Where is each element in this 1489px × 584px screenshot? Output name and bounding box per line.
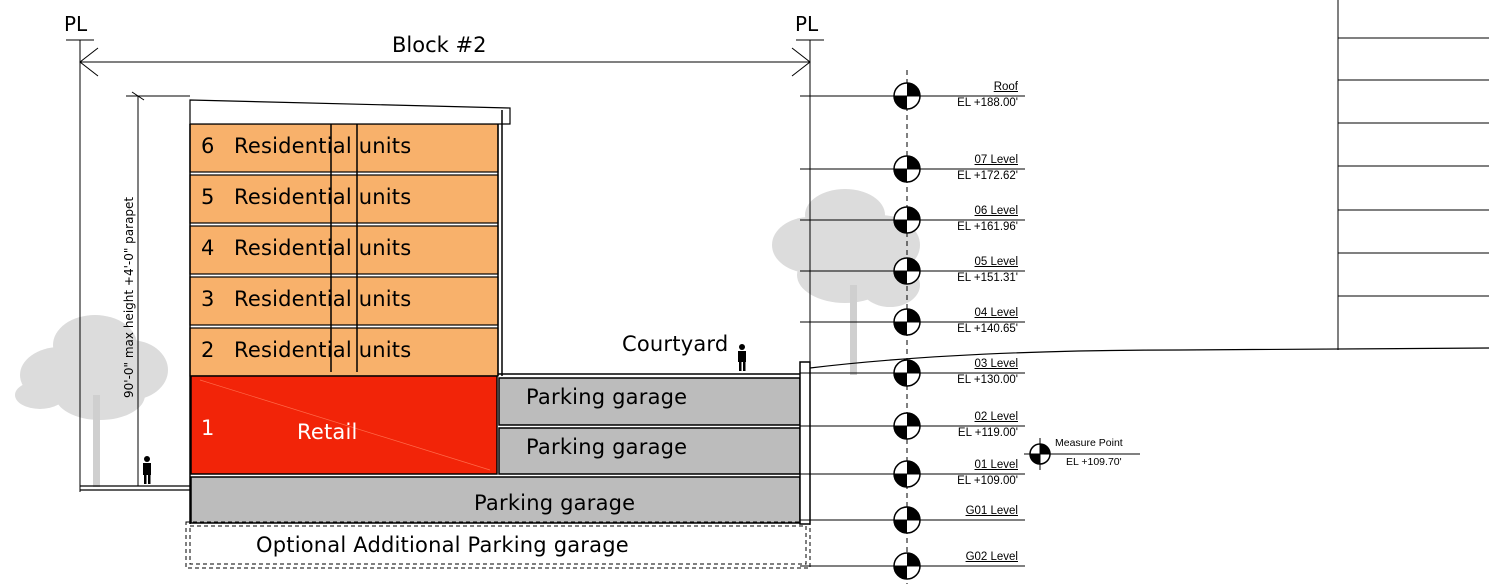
level-marker-icon xyxy=(889,206,925,234)
level-elevation: EL +119.00' xyxy=(957,427,1018,439)
level-marker-icon xyxy=(889,308,925,336)
residential-floors xyxy=(189,123,499,377)
neighbor-building xyxy=(1337,0,1489,350)
level-marker-icon xyxy=(889,257,925,285)
level-marker-icon xyxy=(889,412,925,440)
floor-use-label: Residential units xyxy=(234,134,412,158)
level-elevation: EL +151.31' xyxy=(957,272,1018,284)
terrain-line xyxy=(809,347,1489,369)
level-elevation: EL +172.62' xyxy=(957,170,1018,182)
measure-point-marker xyxy=(1024,438,1140,470)
optional-parking-outline xyxy=(185,521,811,569)
people xyxy=(143,344,746,484)
level-elevation: EL +130.00' xyxy=(957,374,1018,386)
property-line-left-label: PL xyxy=(64,12,88,36)
level-name: 05 Level xyxy=(974,256,1018,268)
property-lines xyxy=(66,39,824,492)
person-left xyxy=(143,456,151,484)
height-dimension-label: 90'-0" max height +4'-0" parapet xyxy=(122,196,136,398)
level-elevation: EL +188.00' xyxy=(957,97,1018,109)
level-elevation: EL +161.96' xyxy=(957,221,1018,233)
level-name: G01 Level xyxy=(965,505,1018,517)
property-line-right-label: PL xyxy=(795,12,819,36)
level-marker-icon xyxy=(889,155,925,183)
person-courtyard xyxy=(738,344,746,371)
floor-use-label: Residential units xyxy=(234,185,412,209)
level-marker-icon xyxy=(889,82,925,110)
floor-use-label: Residential units xyxy=(234,236,412,260)
floor-use-label: Residential units xyxy=(234,287,412,311)
parking-lower-label: Parking garage xyxy=(526,435,688,459)
level-marker-icon xyxy=(889,460,925,488)
courtyard-label: Courtyard xyxy=(622,332,729,356)
parking-level-1 xyxy=(498,377,801,426)
level-name: 06 Level xyxy=(974,205,1018,217)
level-datums xyxy=(800,70,1025,584)
residential-floor-2 xyxy=(189,327,499,377)
level-name: Roof xyxy=(993,81,1018,93)
parking-base-label: Parking garage xyxy=(474,491,636,515)
level-name: 01 Level xyxy=(974,459,1018,471)
measure-point-elevation: EL +109.70' xyxy=(1066,456,1122,468)
optional-parking-label: Optional Additional Parking garage xyxy=(256,533,629,557)
parking-level-2 xyxy=(498,427,801,475)
residential-floor-4 xyxy=(189,225,499,275)
floor-number: 5 xyxy=(201,185,215,209)
level-marker-icon xyxy=(889,359,925,387)
level-name: G02 Level xyxy=(965,551,1018,563)
level-marker-icon xyxy=(889,506,925,534)
retail-floor xyxy=(190,375,498,475)
floor-number: 4 xyxy=(201,236,215,260)
level-marker-icon xyxy=(889,552,925,580)
floor-number: 2 xyxy=(201,338,215,362)
level-elevation: EL +109.00' xyxy=(957,475,1018,487)
block-label: Block #2 xyxy=(392,33,487,57)
parking-floors xyxy=(190,377,801,524)
level-name: 03 Level xyxy=(974,358,1018,370)
level-name: 07 Level xyxy=(974,154,1018,166)
measure-point-name: Measure Point xyxy=(1055,437,1123,449)
parking-level-3 xyxy=(190,476,801,524)
parking-upper-label: Parking garage xyxy=(526,385,688,409)
retail-floor-number: 1 xyxy=(201,416,215,440)
level-elevation: EL +140.65' xyxy=(957,323,1018,335)
floor-number: 3 xyxy=(201,287,215,311)
retail-label: Retail xyxy=(297,420,358,444)
roof-parapet xyxy=(189,99,511,125)
ground-left xyxy=(80,485,190,491)
level-name: 04 Level xyxy=(974,307,1018,319)
building-shell xyxy=(189,110,811,525)
floor-use-label: Residential units xyxy=(234,338,412,362)
floor-number: 6 xyxy=(201,134,215,158)
level-name: 02 Level xyxy=(974,411,1018,423)
